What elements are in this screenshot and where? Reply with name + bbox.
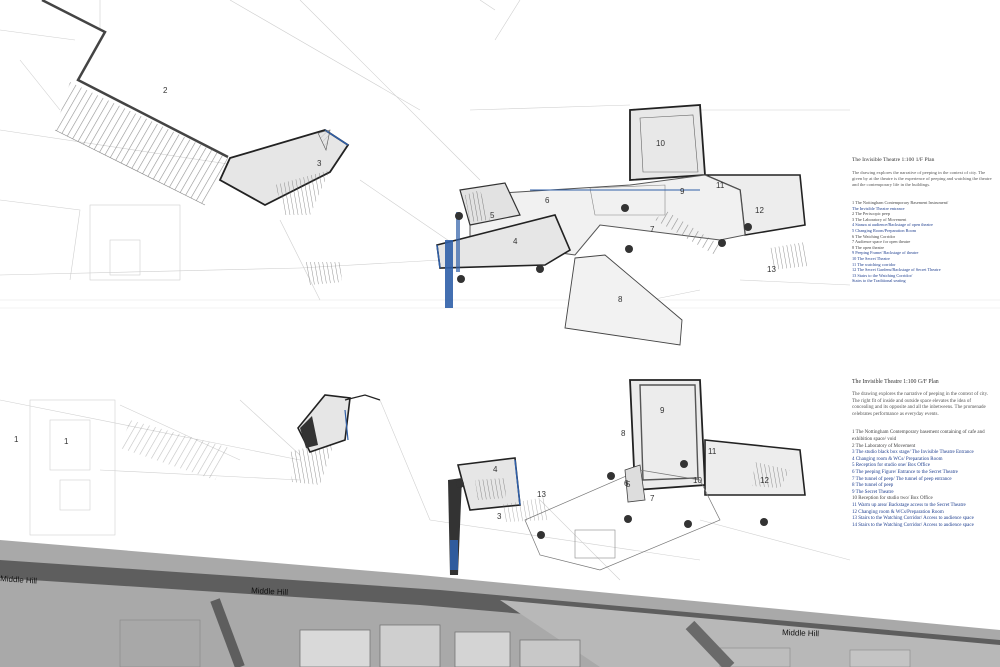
lower-label-11: 11 (708, 447, 717, 456)
lower-label-6: 6 (624, 479, 629, 488)
legend-item: 10 The Secret Theatre (852, 255, 890, 261)
lower-label-10: 10 (693, 476, 702, 485)
lower-label-12: 12 (760, 476, 769, 485)
legend-item: 4 Changing room & WCs/ Preparation Room (852, 456, 943, 462)
lower-label-1b: 1 (64, 437, 69, 446)
upper-label-6: 6 (545, 196, 550, 205)
legend-item: 13 Stairs to the Watching Corridor/ (852, 272, 913, 278)
lower-plan: 3 4 5 6 7 8 9 10 11 12 13 (448, 379, 806, 575)
upper-legend-panel: The Invisible Theatre 1:100 1/F Plan The… (852, 157, 992, 284)
legend-item: 10 Reception for studio two/ Box Office (852, 496, 933, 502)
upper-label-10: 10 (656, 139, 665, 148)
lower-legend-list: 1 The Nottingham Contemporary basement c… (852, 430, 992, 529)
upper-legend-list: 1 The Nottingham Contemporary Basement I… (852, 200, 992, 284)
upper-label-7: 7 (650, 225, 655, 234)
lower-label-7: 7 (650, 494, 655, 503)
lower-left-building: 1 1 (14, 394, 381, 485)
lower-context-lines (0, 399, 851, 581)
legend-item: 6 The Watching Corridor (852, 233, 896, 239)
legend-item: 8 The open theatre (852, 244, 885, 250)
legend-item: 3 The studio black box stage/ The Invisi… (852, 450, 974, 456)
street-label-middle-hill-1: Middle Hill (0, 574, 38, 586)
legend-item: The Invisible Theatre entrance (852, 205, 905, 211)
legend-item: Stairs to the Traditional seating (852, 278, 906, 284)
lower-label-5: 5 (626, 480, 631, 489)
legend-item: 7 The tunnel of peep/ The tunnel of peep… (852, 476, 952, 482)
legend-item: 9 The Secret Theatre (852, 489, 894, 495)
lower-label-3: 3 (497, 512, 502, 521)
legend-item: 5 Reception for studio one/ Box Office (852, 463, 930, 469)
legend-item: 13 Stairs to the Watching Corridor/ Acce… (852, 516, 974, 522)
upper-left-building (41, 0, 350, 285)
street-label-middle-hill-3: Middle Hill (782, 628, 819, 638)
lower-plan-title: The Invisible Theatre 1:100 G/F Plan (852, 379, 939, 385)
upper-plan-title: The Invisible Theatre 1:100 1/F Plan (852, 157, 935, 163)
lower-label-9: 9 (660, 406, 665, 415)
upper-label-4: 4 (513, 237, 518, 246)
legend-item: 9 Peeping Frame/ Backstage of theatre (852, 250, 919, 256)
legend-item: 12 The Secret Gardens/Backstage of Secre… (852, 267, 941, 273)
legend-item: 8 The tunnel of peep (852, 483, 894, 489)
legend-item: 2 The Periscopic peep (852, 211, 890, 217)
legend-item: 14 Stairs to the Watching Corridor/ Acce… (852, 522, 974, 528)
upper-label-12: 12 (755, 206, 764, 215)
upper-label-3: 3 (317, 159, 322, 168)
lower-label-4: 4 (493, 465, 498, 474)
upper-label-2: 2 (163, 86, 168, 95)
upper-plan-description: The drawing explores the narrative of pe… (852, 170, 992, 187)
legend-item: 2 The Laboratory of Movement (852, 443, 916, 449)
upper-label-11: 11 (716, 181, 725, 190)
lower-label-1a: 1 (14, 435, 19, 444)
legend-item: 1 The Nottingham Contemporary Basement I… (852, 200, 949, 205)
lower-label-13: 13 (537, 490, 546, 499)
legend-item: 5 Changing Room/Preparation Room (852, 227, 917, 233)
upper-label-9: 9 (680, 187, 685, 196)
legend-item: 12 Changing room & WCs/Preparation Room (852, 509, 944, 515)
lower-legend-panel: The Invisible Theatre 1:100 G/F Plan The… (852, 379, 992, 529)
legend-item: 11 Warm up area/ Backstage access to the… (852, 502, 966, 508)
upper-context-lines (0, 0, 1000, 311)
lower-plan-description: The drawing explores the narrative of pe… (852, 392, 989, 417)
street-label-middle-hill-2: Middle Hill (251, 586, 289, 597)
legend-item: 11 The watching corridor (852, 261, 896, 267)
legend-item: 7 Audience space for open theatre (852, 239, 911, 245)
legend-item: 1 The Nottingham Contemporary basement c… (852, 430, 985, 442)
legend-item: 6 The peeping Figure/ Entrance to the Se… (852, 469, 958, 475)
site-map: Middle Hill Middle Hill Middle Hill (0, 540, 1000, 667)
legend-item: 4 Stanza at audience/Backstage of open t… (852, 222, 933, 228)
upper-label-8: 8 (618, 295, 623, 304)
legend-item: 3 The Laboratory of Movement (852, 216, 907, 222)
upper-label-5: 5 (490, 211, 495, 220)
upper-plan: 2 3 4 5 6 7 8 9 10 11 12 13 (163, 86, 808, 346)
lower-label-8: 8 (621, 429, 626, 438)
upper-label-13: 13 (767, 265, 776, 274)
